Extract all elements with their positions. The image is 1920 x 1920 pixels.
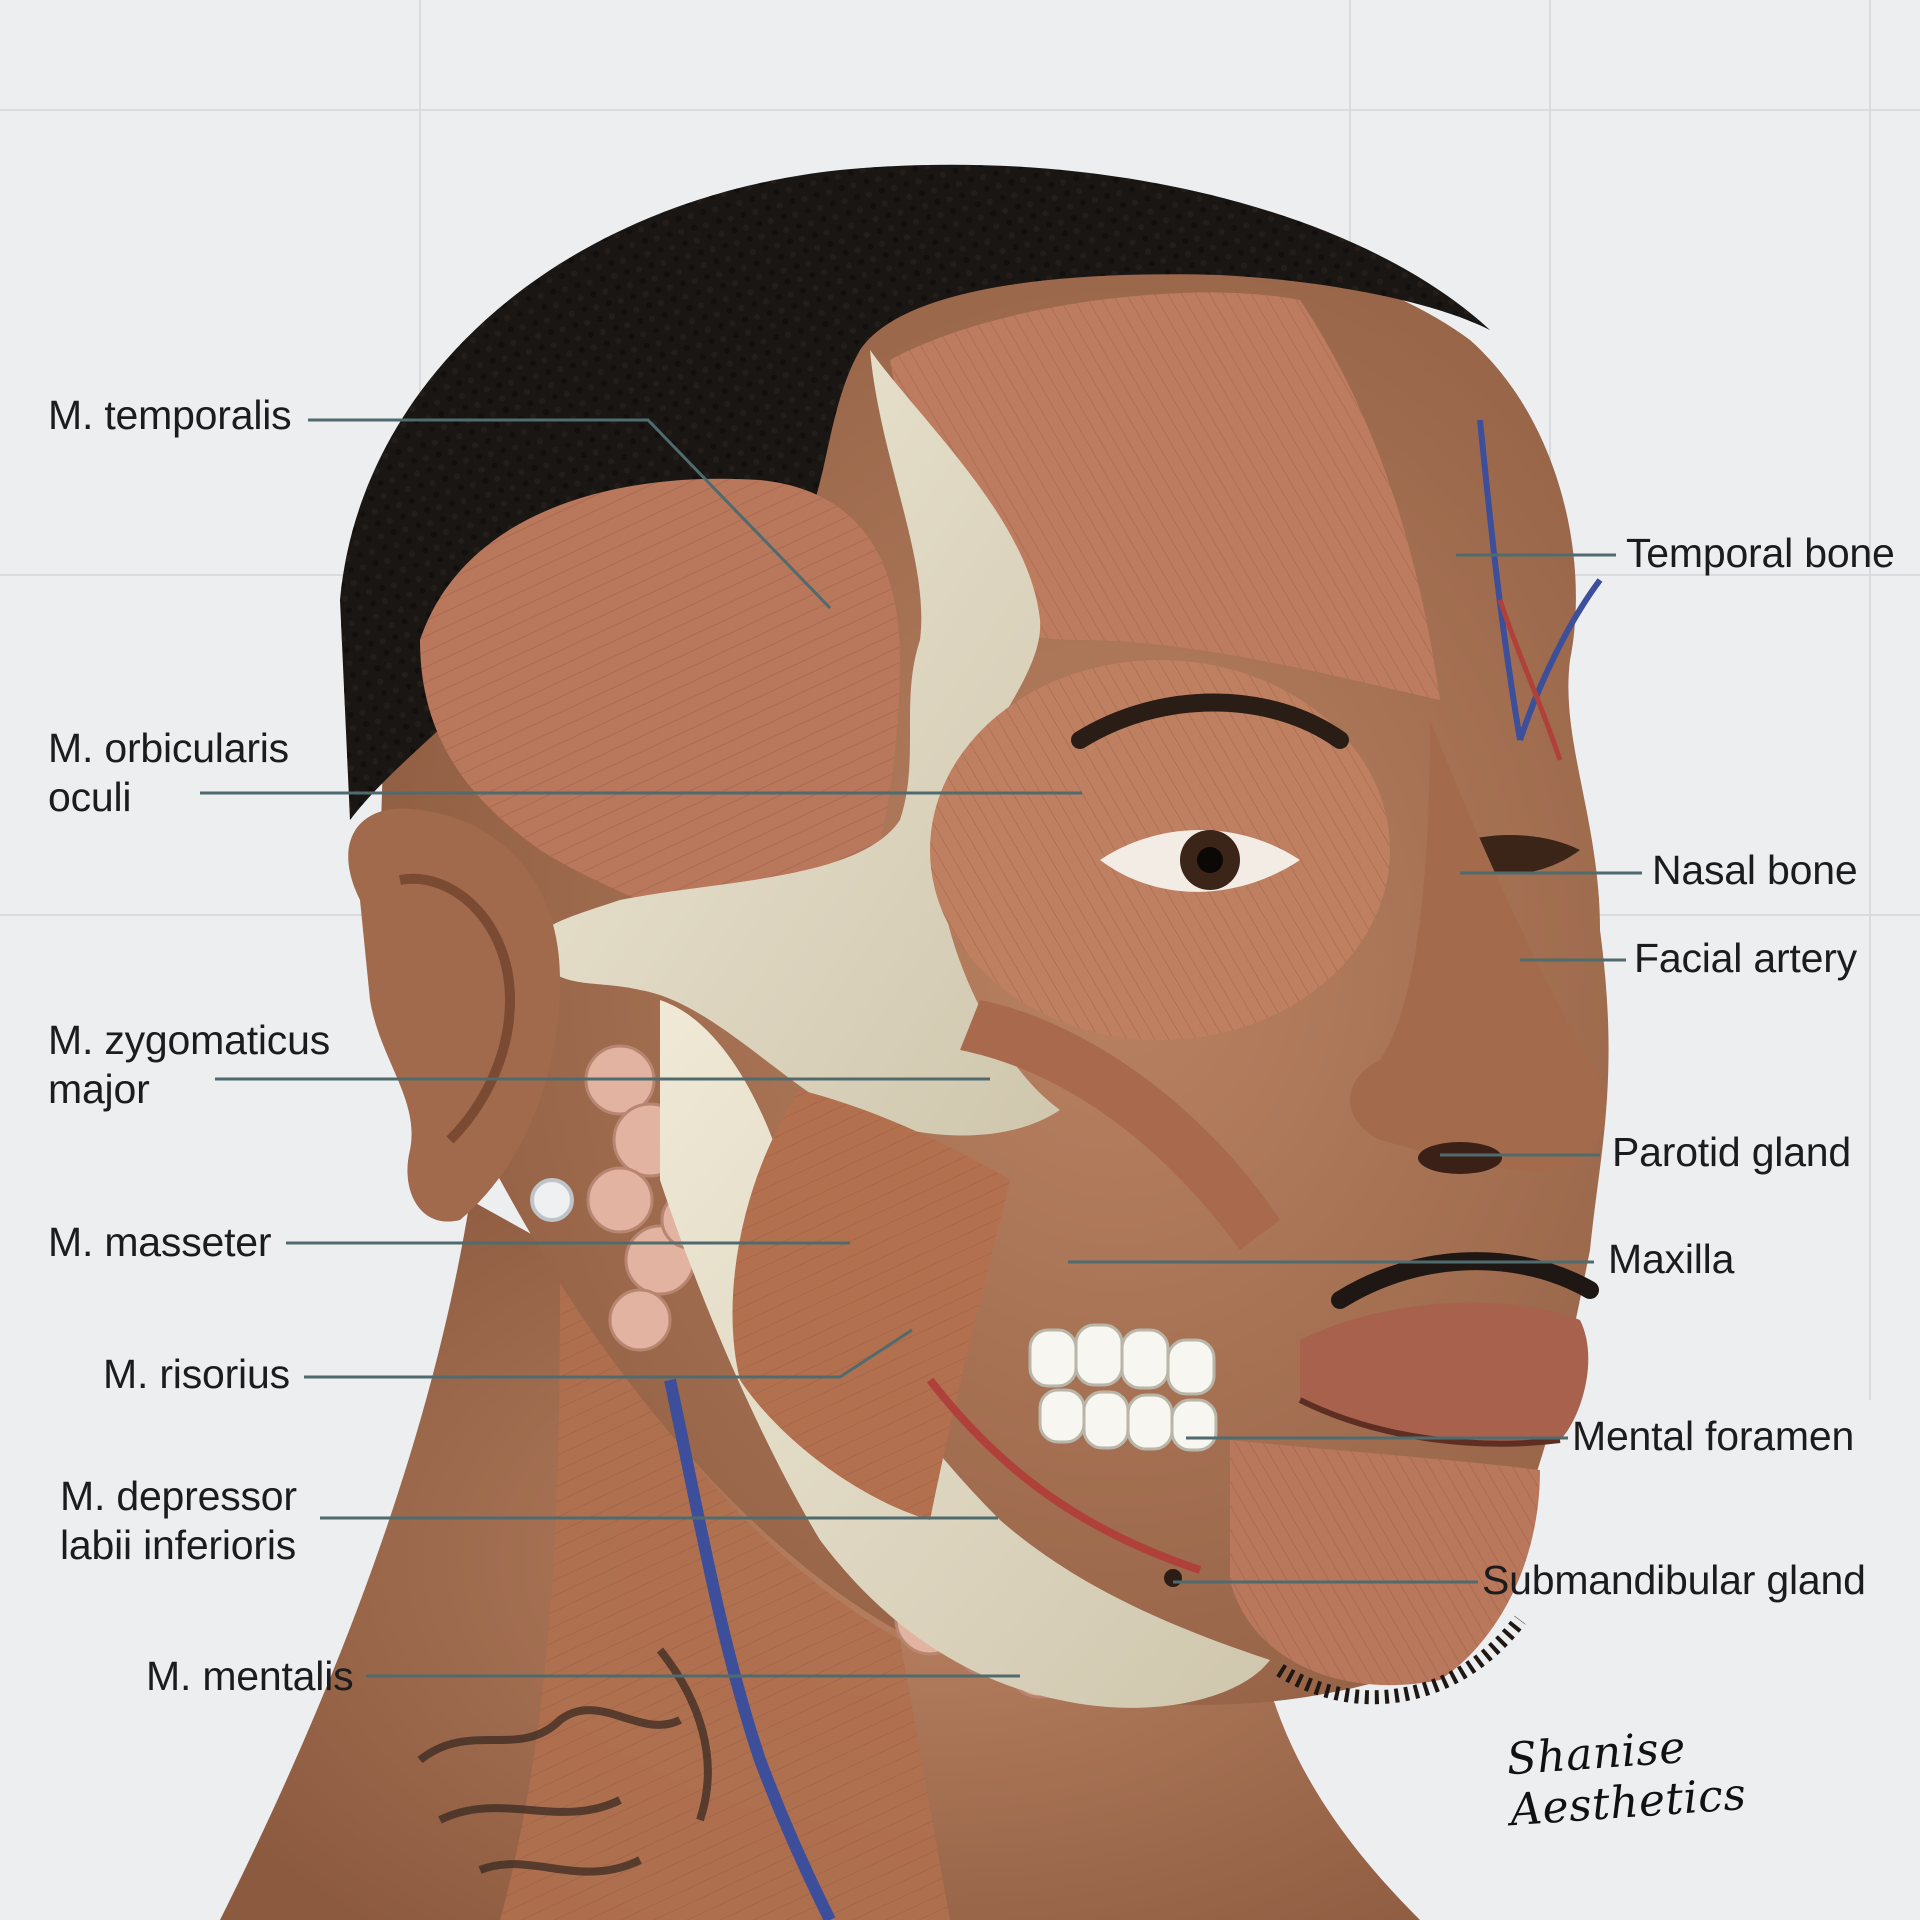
label-depressor-labii-inferioris: M. depressor labii inferioris — [60, 1472, 297, 1570]
zygomatic-bone — [534, 350, 1060, 1136]
label-line: M. masseter — [48, 1219, 272, 1265]
neck-tattoo — [417, 1647, 712, 1876]
label-submandibular-gland: Submandibular gland — [1482, 1556, 1866, 1605]
label-parotid-gland: Parotid gland — [1612, 1128, 1851, 1177]
label-facial-artery: Facial artery — [1634, 934, 1857, 983]
label-line: M. depressor — [60, 1473, 297, 1519]
ear — [348, 808, 560, 1222]
facial-artery-path — [926, 1377, 1202, 1574]
beard — [1276, 1615, 1526, 1705]
label-mentalis: M. mentalis — [146, 1652, 354, 1701]
label-line: oculi — [48, 774, 132, 820]
label-line: M. zygomaticus — [48, 1017, 330, 1063]
label-temporalis: M. temporalis — [48, 391, 292, 440]
earring — [530, 1178, 574, 1222]
label-mental-foramen: Mental foramen — [1572, 1412, 1854, 1461]
label-risorius: M. risorius — [103, 1350, 290, 1399]
label-line: Maxilla — [1608, 1236, 1735, 1282]
label-line: Nasal bone — [1652, 847, 1858, 893]
lips — [1300, 1302, 1589, 1444]
label-line: Submandibular gland — [1482, 1557, 1866, 1603]
teeth — [1028, 1323, 1218, 1452]
nose — [1350, 720, 1606, 1172]
label-line: Parotid gland — [1612, 1129, 1852, 1175]
label-orbicularis-oculi: M. orbicularis oculi — [48, 724, 289, 822]
label-line: Mental foramen — [1572, 1413, 1855, 1459]
label-line: M. temporalis — [48, 392, 292, 438]
label-line: M. mentalis — [146, 1653, 354, 1699]
zygomaticus-muscle — [960, 1000, 1280, 1250]
label-line: major — [48, 1066, 150, 1112]
label-line: M. orbicularis — [48, 725, 289, 771]
label-temporal-bone: Temporal bone — [1626, 529, 1895, 578]
label-zygomaticus-major: M. zygomaticus major — [48, 1016, 330, 1114]
leader-lines — [200, 418, 1642, 1678]
label-line: M. risorius — [103, 1351, 290, 1397]
label-line: labii inferioris — [60, 1522, 297, 1568]
mental-foramen-dot — [1164, 1569, 1182, 1587]
label-masseter: M. masseter — [48, 1218, 272, 1267]
facial-vein — [664, 1378, 836, 1920]
label-maxilla: Maxilla — [1608, 1235, 1734, 1284]
label-line: Facial artery — [1634, 935, 1857, 981]
label-line: Temporal bone — [1626, 530, 1895, 576]
label-nasal-bone: Nasal bone — [1652, 846, 1858, 895]
